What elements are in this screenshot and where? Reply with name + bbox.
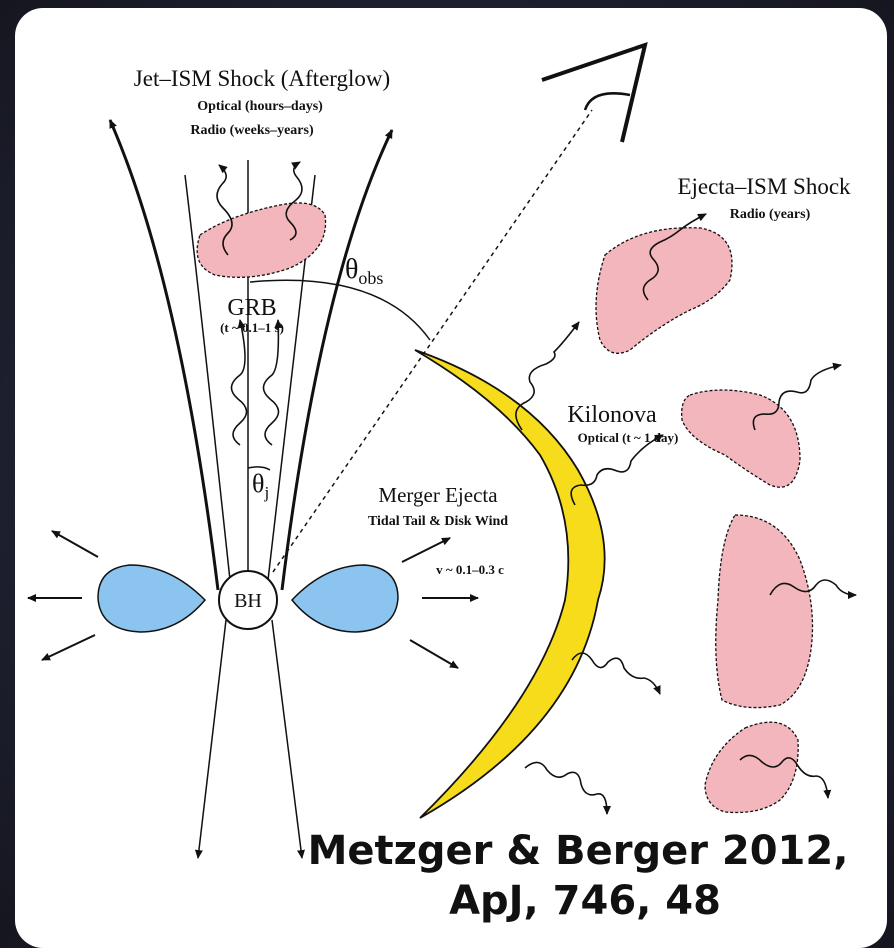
grb-label: GRB	[227, 295, 276, 321]
bh-label: BH	[234, 590, 262, 612]
observer-eye-icon	[542, 45, 645, 142]
theta-j-symbol: θ	[252, 469, 264, 498]
jet-shock-title: Jet–ISM Shock (Afterglow)	[134, 66, 390, 91]
left-ejecta-lobe	[98, 565, 205, 632]
grb-time: (t ~ 0.1–1 s)	[220, 320, 284, 335]
jet-shock-optical: Optical (hours–days)	[197, 99, 323, 114]
grb-wiggles	[231, 320, 278, 445]
jet-shock-radio: Radio (weeks–years)	[190, 123, 314, 138]
theta-obs-symbol: θ	[345, 254, 358, 285]
velocity-label: v ~ 0.1–0.3 c	[436, 562, 504, 577]
merger-ejecta-label: Merger Ejecta	[378, 483, 498, 507]
theta-obs-subscript: obs	[358, 268, 383, 288]
right-ejecta-lobe	[292, 565, 398, 632]
citation-line-2: ApJ, 746, 48	[449, 878, 721, 924]
theta-obs-label: θobs	[345, 254, 383, 288]
tidal-tail-label: Tidal Tail & Disk Wind	[368, 514, 508, 529]
ejecta-ism-blobs	[596, 228, 813, 813]
kilonova-optical: Optical (t ~ 1 day)	[578, 430, 679, 445]
ejecta-shock-title: Ejecta–ISM Shock	[677, 174, 851, 199]
theta-j-subscript: j	[263, 483, 269, 502]
citation-line-1: Metzger & Berger 2012,	[308, 828, 849, 874]
ejecta-shock-radio: Radio (years)	[730, 207, 811, 222]
kilonova-label: Kilonova	[567, 402, 657, 428]
afterglow-blob	[197, 203, 325, 277]
theta-j-label: θj	[252, 469, 269, 502]
